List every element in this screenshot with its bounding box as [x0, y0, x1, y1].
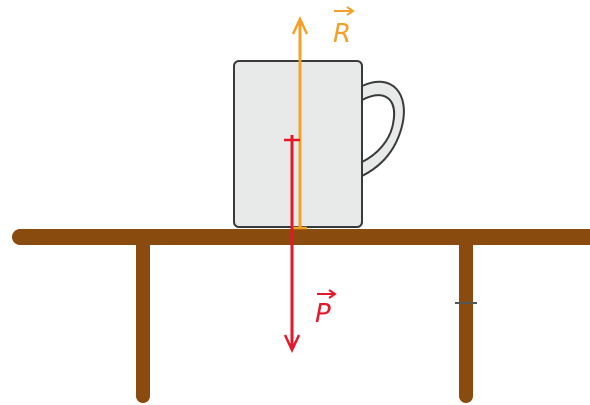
force-r: R — [291, 6, 355, 230]
force-r-label: R — [333, 19, 351, 49]
force-r-vector-arrow — [334, 6, 355, 16]
force-p-arrowhead — [283, 334, 301, 353]
table — [12, 229, 590, 403]
force-r-arrowhead — [291, 16, 309, 35]
force-p-vector-arrow — [317, 289, 337, 299]
mug-body — [233, 60, 363, 228]
mug — [233, 60, 405, 228]
force-p-label: P — [315, 299, 331, 329]
mug-handle — [361, 80, 405, 178]
force-p: P — [283, 135, 337, 353]
